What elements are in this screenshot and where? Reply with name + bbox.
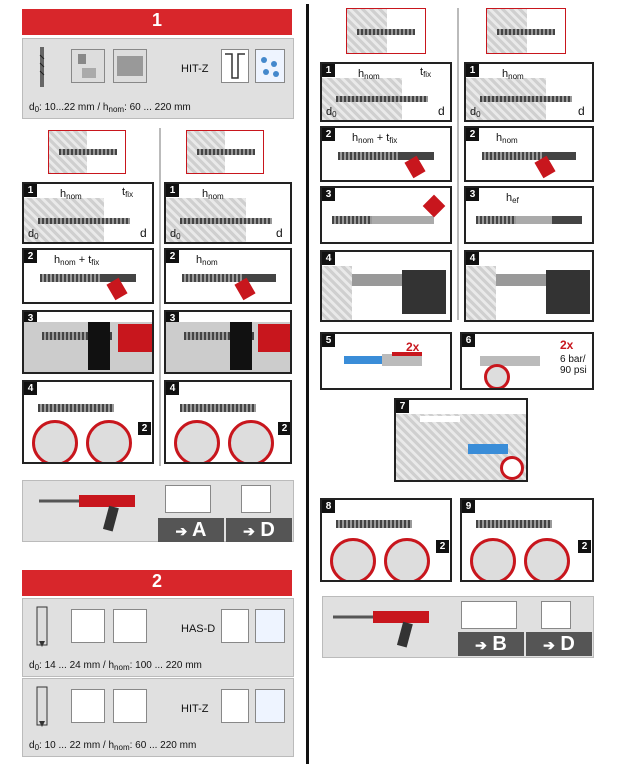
anchor-type-label: HAS-D [181, 623, 216, 635]
step-3-prepare-left: 3 [320, 186, 452, 244]
step-2-mark-left: 2 hnom + tfix [22, 248, 154, 304]
step-2-mark-left: 2 hnom + tfix [320, 126, 452, 182]
section-1-header: 1 [22, 9, 292, 35]
install-head-right [486, 8, 566, 54]
result-a-button[interactable]: ➔ A [158, 518, 224, 542]
section-2-hitz-spec-bar: d0: 10 ... 22 mm / hnom: 60 ... 220 mm [22, 736, 294, 757]
step-8-set-anchor: 8 2 [320, 498, 452, 582]
step-6-air-blow: 6 2x 6 bar/ 90 psi [460, 332, 594, 390]
dry-hole-icon [221, 49, 249, 83]
water-hole-icon [255, 609, 285, 643]
step-4-check-left: 4 2 [22, 380, 154, 464]
diamond-core-bit-icon [31, 685, 53, 731]
install-head-left [346, 8, 426, 54]
drill-bit-icon [31, 45, 53, 89]
correct-detail-circle [32, 420, 78, 462]
clean-hole-icon [165, 485, 211, 513]
anchor-type-label: HIT-Z [181, 703, 209, 715]
hole-detail-icon [241, 485, 271, 513]
step-7-check-clean: 7 [394, 398, 528, 482]
section-2-hasd-spec-bar: d0: 14 ... 24 mm / hnom: 100 ... 220 mm [22, 656, 294, 677]
step-3-drill-right: 3 [164, 310, 292, 374]
install-head-left [48, 130, 126, 174]
hole-detail-icon [541, 601, 571, 629]
step-9-set-anchor: 9 2 [460, 498, 594, 582]
step-5-water-flush: 5 2x [320, 332, 452, 390]
wet-concrete-icon [113, 689, 147, 723]
anchor-type-label: HIT-Z [181, 63, 209, 75]
step-1-dimension-right: 1 hnom d0 d [464, 62, 594, 122]
section-1-number: 1 [151, 10, 162, 30]
dry-concrete-icon [71, 49, 105, 83]
step-1-dimension-left: 1 hnom tfix d0 d [22, 182, 154, 244]
section-1-anchor-row: HIT-Z [22, 38, 294, 100]
step-3-prepare-right: 3 hef [464, 186, 594, 244]
dry-hole-icon [221, 689, 249, 723]
dry-hole-icon [221, 609, 249, 643]
result-d-button[interactable]: ➔ D [226, 518, 292, 542]
diamond-core-bit-icon [31, 605, 53, 651]
dry-concrete-icon [71, 689, 105, 723]
step-2-mark-right: 2 hnom [164, 248, 292, 304]
section-2-number: 2 [151, 571, 162, 591]
column-divider [159, 128, 161, 466]
water-hole-icon [255, 689, 285, 723]
step-4-core-drill-right: 4 [464, 250, 594, 322]
wrong-detail-circle [228, 420, 274, 462]
wet-concrete-icon [113, 49, 147, 83]
step-1-dimension-right: 1 hnom d0 d [164, 182, 292, 244]
column-divider [457, 8, 459, 320]
result-d-button[interactable]: ➔ D [526, 632, 592, 656]
step-4-core-drill-left: 4 [320, 250, 452, 322]
section-2-hitz-row: HIT-Z [22, 678, 294, 738]
correct-detail-circle [174, 420, 220, 462]
step-1-dimension-left: 1 hnom tfix d0 d [320, 62, 452, 122]
spec-d0: d [29, 102, 35, 113]
step-3-drill-left: 3 [22, 310, 154, 374]
section-2-hasd-row: HAS-D [22, 598, 294, 658]
water-hole-icon [255, 49, 285, 83]
wrong-detail-circle [86, 420, 132, 462]
section-2-header: 2 [22, 570, 292, 596]
page-divider [306, 4, 309, 764]
dispenser-icon [39, 489, 149, 533]
step-2-mark-right: 2 hnom [464, 126, 594, 182]
wet-concrete-icon [113, 609, 147, 643]
step-4-check-right: 4 2 [164, 380, 292, 464]
result-b-button[interactable]: ➔ B [458, 632, 524, 656]
dispenser-icon [333, 605, 443, 649]
section-1-spec-bar: d0: 10...22 mm / hnom: 60 ... 220 mm [22, 98, 294, 119]
clean-hole-icon [461, 601, 517, 629]
install-head-right [186, 130, 264, 174]
dry-concrete-icon [71, 609, 105, 643]
